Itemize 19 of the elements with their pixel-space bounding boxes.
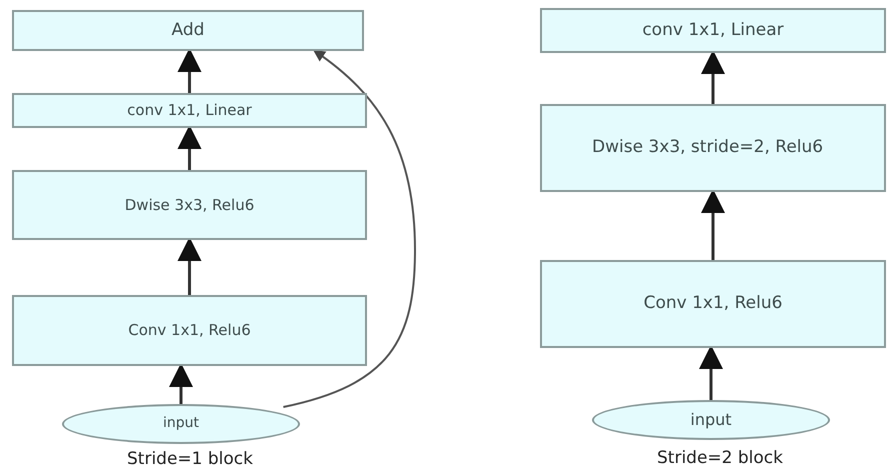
layer-box [12, 170, 367, 240]
layer-box [12, 93, 367, 128]
layer-box [12, 10, 364, 51]
block-caption: Stride=2 block [656, 448, 784, 470]
layer-label: input [162, 415, 199, 433]
layer-box [540, 8, 886, 53]
layer-label: Dwise 3x3, stride=2, Relu6 [592, 137, 824, 159]
layer-label: conv 1x1, Linear [642, 20, 784, 42]
block-caption: Stride=1 block [126, 449, 254, 470]
layer-box [540, 104, 886, 192]
layer-label: input [690, 410, 732, 430]
layer-label: Dwise 3x3, Relu6 [124, 196, 254, 214]
layer-label: Conv 1x1, Relu6 [128, 321, 251, 340]
layer-box [540, 260, 886, 348]
layer-box [12, 295, 367, 366]
layer-label: Conv 1x1, Relu6 [644, 293, 782, 315]
layer-label: Add [172, 20, 204, 42]
skip-connection-arrow [283, 50, 416, 408]
layer-label: conv 1x1, Linear [127, 101, 252, 120]
